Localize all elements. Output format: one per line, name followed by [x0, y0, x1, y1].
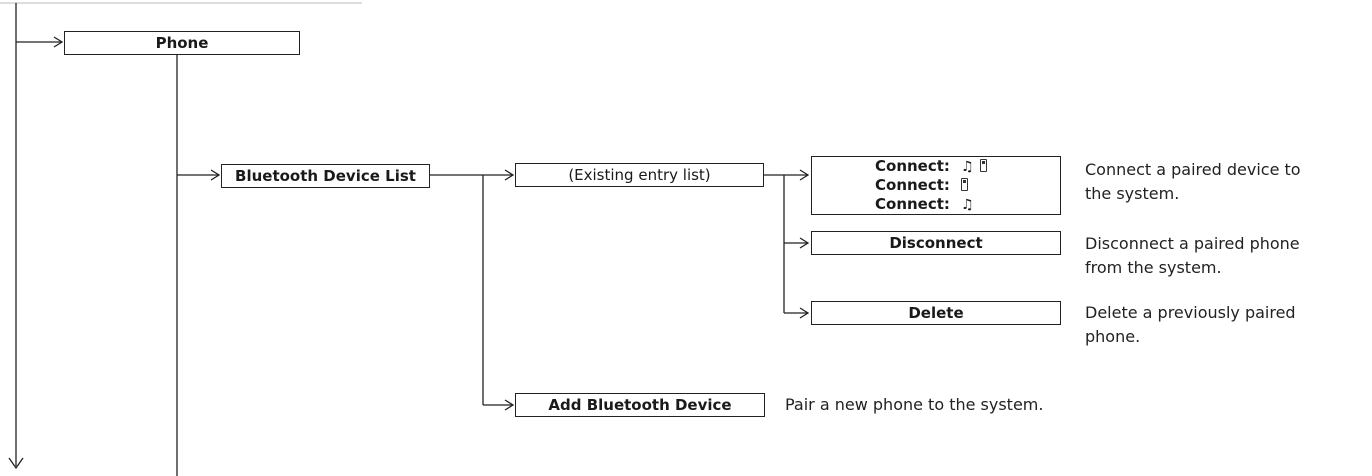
menu-node-existing-entry-list[interactable]: (Existing entry list): [515, 163, 764, 187]
music-note-icon: ♫: [961, 197, 974, 213]
description-delete-line-2: phone.: [1085, 327, 1141, 346]
description-disconnect-line-2: from the system.: [1085, 258, 1222, 277]
menu-node-delete-label: Delete: [908, 304, 964, 322]
menu-node-phone-label: Phone: [155, 34, 209, 52]
connect-option-audio-phone[interactable]: Connect: ♫: [875, 157, 991, 177]
description-add-bluetooth-device: Pair a new phone to the system.: [785, 395, 1044, 414]
description-disconnect-line-1: Disconnect a paired phone: [1085, 234, 1300, 253]
music-note-icon: ♫: [961, 159, 974, 175]
description-delete-line-1: Delete a previously paired: [1085, 303, 1296, 322]
menu-node-existing-entry-list-label: (Existing entry list): [568, 166, 711, 184]
connect-option-audio[interactable]: Connect: ♫: [875, 195, 974, 213]
phone-icon: [961, 178, 969, 191]
connect-label: Connect: [875, 176, 944, 194]
menu-node-disconnect-label: Disconnect: [889, 234, 983, 252]
menu-node-disconnect[interactable]: Disconnect: [811, 231, 1061, 255]
menu-node-bluetooth-device-list[interactable]: Bluetooth Device List: [221, 164, 430, 188]
connect-label: Connect: [875, 157, 944, 175]
menu-node-delete[interactable]: Delete: [811, 301, 1061, 325]
menu-node-phone[interactable]: Phone: [64, 31, 300, 55]
description-delete: Delete a previously paired phone.: [1085, 301, 1296, 349]
description-connect: Connect a paired device to the system.: [1085, 158, 1301, 206]
description-connect-line-2: the system.: [1085, 184, 1180, 203]
phone-icon: [979, 159, 987, 172]
description-connect-line-1: Connect a paired device to: [1085, 160, 1301, 179]
connect-label: Connect: [875, 195, 944, 213]
menu-node-bluetooth-device-list-label: Bluetooth Device List: [235, 167, 416, 185]
connect-options-box[interactable]: Connect: ♫ Connect: Connect: ♫: [811, 156, 1061, 215]
connect-option-phone[interactable]: Connect:: [875, 176, 972, 195]
menu-node-add-bluetooth-device[interactable]: Add Bluetooth Device: [515, 393, 765, 417]
menu-node-add-bluetooth-device-label: Add Bluetooth Device: [548, 396, 732, 414]
description-disconnect: Disconnect a paired phone from the syste…: [1085, 232, 1300, 280]
